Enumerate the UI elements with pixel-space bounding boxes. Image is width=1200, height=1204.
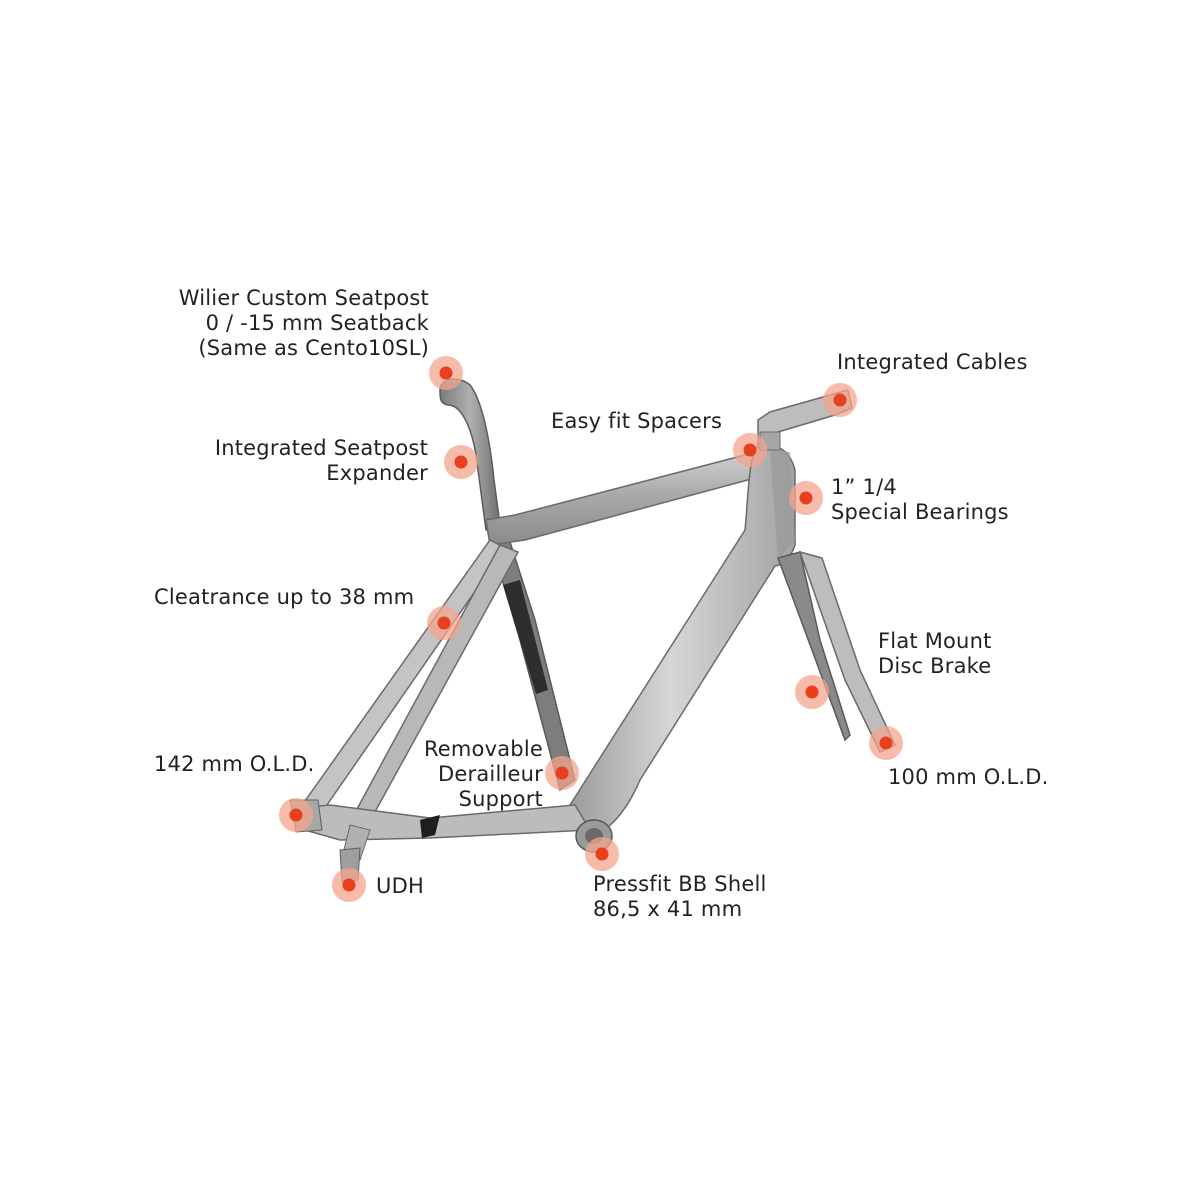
disc-brake-hotspot[interactable] (795, 675, 829, 709)
bb-shell-hotspot[interactable] (585, 837, 619, 871)
dot-marker-icon (342, 878, 356, 892)
derailleur-hotspot[interactable] (545, 756, 579, 790)
derailleur-label-line-2: Derailleur (438, 762, 543, 786)
clearance-label-line-1: Cleatrance up to 38 mm (154, 585, 415, 609)
bb-shell-label-line-2: 86,5 x 41 mm (593, 897, 743, 921)
seatpost-label: Wilier Custom Seatpost 0 / -15 mm Seatba… (179, 286, 429, 361)
disc-brake-label-line-1: Flat Mount (878, 629, 992, 653)
old-front-hotspot[interactable] (869, 726, 903, 760)
hotspot-layer (279, 356, 903, 902)
spacers-label-line-1: Easy fit Spacers (551, 409, 723, 433)
cables-hotspot[interactable] (823, 383, 857, 417)
expander-label-line-2: Expander (326, 461, 428, 485)
clearance-hotspot[interactable] (427, 606, 461, 640)
bearings-label: 1” 1/4 Special Bearings (831, 475, 1009, 525)
chain-stays (299, 804, 592, 861)
bb-shell-label: Pressfit BB Shell 86,5 x 41 mm (593, 872, 767, 922)
seatpost-label-line-3: (Same as Cento10SL) (198, 336, 429, 360)
dot-marker-icon (555, 766, 569, 780)
dot-marker-icon (454, 455, 468, 469)
dot-marker-icon (437, 616, 451, 630)
bearings-label-line-2: Special Bearings (831, 500, 1009, 524)
dot-marker-icon (439, 366, 453, 380)
dot-marker-icon (595, 847, 609, 861)
dot-marker-icon (879, 736, 893, 750)
cables-label-line-1: Integrated Cables (837, 350, 1028, 374)
top-tube (485, 444, 781, 546)
udh-label: UDH (376, 874, 424, 899)
old-front-label: 100 mm O.L.D. (888, 765, 1049, 790)
derailleur-label-line-3: Support (458, 787, 543, 811)
spacers-label: Easy fit Spacers (551, 409, 722, 434)
derailleur-label-line-1: Removable (423, 737, 543, 761)
old-rear-hotspot[interactable] (279, 798, 313, 832)
udh-label-line-1: UDH (376, 874, 424, 898)
old-front-label-line-1: 100 mm O.L.D. (888, 765, 1049, 789)
disc-brake-label: Flat Mount Disc Brake (878, 629, 992, 679)
cables-label: Integrated Cables (837, 350, 1028, 375)
seatpost-label-line-2: 0 / -15 mm Seatback (205, 311, 429, 335)
expander-hotspot[interactable] (444, 445, 478, 479)
disc-brake-label-line-2: Disc Brake (878, 654, 992, 678)
derailleur-label: Removable Derailleur Support (424, 737, 543, 812)
bearings-hotspot[interactable] (789, 481, 823, 515)
clearance-label: Cleatrance up to 38 mm (154, 585, 414, 610)
expander-label-line-1: Integrated Seatpost (214, 436, 428, 460)
expander-label: Integrated Seatpost Expander (215, 436, 428, 486)
dot-marker-icon (799, 491, 813, 505)
down-tube (569, 444, 796, 839)
seatpost-label-line-1: Wilier Custom Seatpost (178, 286, 429, 310)
bb-shell-label-line-1: Pressfit BB Shell (593, 872, 767, 896)
old-rear-label: 142 mm O.L.D. (154, 752, 315, 777)
spacers-hotspot[interactable] (733, 433, 767, 467)
dot-marker-icon (805, 685, 819, 699)
seatpost-hotspot[interactable] (429, 356, 463, 390)
udh-hotspot[interactable] (332, 868, 366, 902)
dot-marker-icon (289, 808, 303, 822)
bearings-label-line-1: 1” 1/4 (831, 475, 897, 499)
old-rear-label-line-1: 142 mm O.L.D. (154, 752, 315, 776)
dot-marker-icon (743, 443, 757, 457)
dot-marker-icon (833, 393, 847, 407)
